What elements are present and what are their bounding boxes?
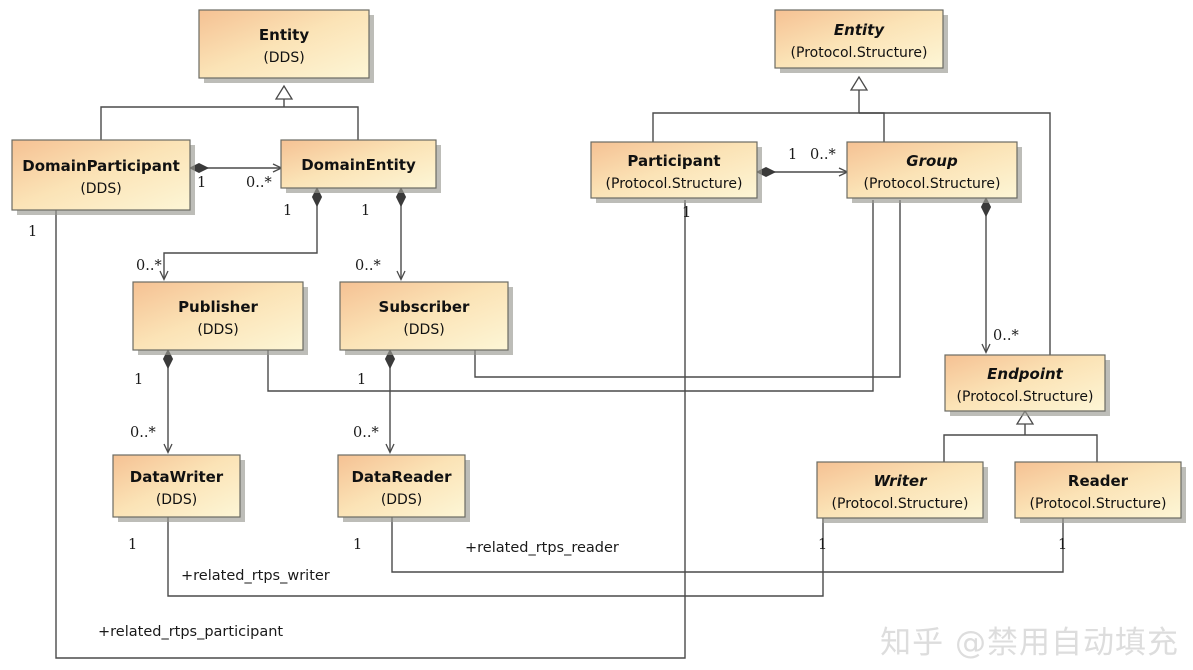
class-name-reader: Reader	[1068, 472, 1129, 490]
association-domainparticipant-participant	[55, 200, 686, 659]
class-stereotype-publisher: (DDS)	[197, 322, 238, 338]
composition-subscriber-datareader	[384, 348, 396, 455]
class-name-writer: Writer	[874, 472, 929, 490]
multiplicity-label: 1	[283, 203, 292, 219]
class-stereotype-participant: (Protocol.Structure)	[606, 176, 743, 192]
multiplicity-label: 1	[128, 537, 137, 553]
class-name-entity_proto: Entity	[834, 21, 885, 39]
class-box-publisher[interactable]: Publisher (DDS)	[132, 281, 308, 355]
multiplicity-label: 0..*	[353, 425, 379, 441]
watermark: 知乎 @禁用自动填充	[880, 625, 1179, 661]
multiplicity-label: 1	[357, 372, 366, 388]
class-stereotype-entity_proto: (Protocol.Structure)	[791, 45, 928, 61]
class-name-publisher: Publisher	[178, 298, 258, 316]
class-box-datareader[interactable]: DataReader (DDS)	[337, 454, 470, 522]
class-name-datareader: DataReader	[351, 468, 452, 486]
generalization-writer-endpoint	[943, 434, 1025, 462]
multiplicity-label: 1	[682, 205, 691, 221]
generalization-endpoint-entityproto	[859, 112, 1051, 355]
class-box-entity_proto[interactable]: Entity (Protocol.Structure)	[774, 9, 948, 73]
multiplicity-label: 1	[353, 537, 362, 553]
multiplicity-label: 1	[197, 175, 206, 191]
multiplicity-label: 0..*	[993, 328, 1019, 344]
composition-domainentity-subscriber	[395, 186, 407, 282]
class-name-participant: Participant	[627, 152, 720, 170]
association-publisher-group	[267, 200, 874, 392]
class-name-group: Group	[906, 152, 958, 170]
generalization-reader-endpoint	[1025, 434, 1098, 462]
class-box-writer[interactable]: Writer (Protocol.Structure)	[816, 461, 988, 523]
class-name-entity_dds: Entity	[259, 26, 309, 44]
class-box-domainparticipant[interactable]: DomainParticipant (DDS)	[11, 139, 195, 215]
class-name-datawriter: DataWriter	[130, 468, 224, 486]
generalization-triangle-entity-proto	[849, 75, 869, 91]
class-box-endpoint[interactable]: Endpoint (Protocol.Structure)	[944, 354, 1110, 416]
multiplicity-label: 0..*	[130, 425, 156, 441]
multiplicity-label: 1	[134, 372, 143, 388]
multiplicity-label: 1	[788, 147, 797, 163]
composition-domainparticipant-domainentity	[188, 162, 284, 174]
class-stereotype-reader: (Protocol.Structure)	[1030, 496, 1167, 512]
generalization-group-entityproto	[859, 112, 885, 142]
class-box-domainentity[interactable]: DomainEntity	[280, 139, 441, 193]
generalization-domainparticipant-entity	[100, 106, 284, 140]
multiplicity-label: 1	[28, 224, 37, 240]
association-datawriter-writer	[167, 517, 824, 597]
role-label-r_participant: +related_rtps_participant	[98, 624, 283, 640]
class-box-datawriter[interactable]: DataWriter (DDS)	[112, 454, 245, 522]
generalization-triangle-endpoint	[1015, 409, 1035, 425]
class-box-entity_dds[interactable]: Entity (DDS)	[198, 9, 374, 83]
multiplicity-label: 0..*	[810, 147, 836, 163]
class-stereotype-subscriber: (DDS)	[403, 322, 444, 338]
class-box-group[interactable]: Group (Protocol.Structure)	[846, 141, 1022, 203]
class-boxes: Entity (DDS) Entity (Protocol.Structure) Dom…	[11, 9, 1186, 523]
class-stereotype-writer: (Protocol.Structure)	[832, 496, 969, 512]
multiplicity-label: 1	[361, 203, 370, 219]
class-name-endpoint: Endpoint	[987, 365, 1064, 383]
composition-group-endpoint	[980, 196, 992, 355]
generalization-triangle-entity-dds	[274, 84, 294, 100]
composition-publisher-datawriter	[162, 348, 174, 455]
multiplicity-label: 1	[818, 537, 827, 553]
generalization-participant-entityproto	[652, 112, 859, 142]
multiplicity-label: 0..*	[136, 258, 162, 274]
class-name-domainparticipant: DomainParticipant	[22, 157, 180, 175]
generalization-domainentity-entity	[284, 106, 359, 140]
class-stereotype-group: (Protocol.Structure)	[864, 176, 1001, 192]
class-stereotype-datareader: (DDS)	[381, 492, 422, 508]
class-stereotype-endpoint: (Protocol.Structure)	[957, 389, 1094, 405]
class-stereotype-datawriter: (DDS)	[156, 492, 197, 508]
class-stereotype-domainparticipant: (DDS)	[80, 181, 121, 197]
class-name-subscriber: Subscriber	[379, 298, 470, 316]
class-box-reader[interactable]: Reader (Protocol.Structure)	[1014, 461, 1186, 523]
role-label-r_writer: +related_rtps_writer	[181, 568, 330, 584]
multiplicity-label: 0..*	[246, 175, 272, 191]
multiplicity-labels: 1 0..* 1 1 1 0..* 0..* 1 1 0..* 0..* 1 1 1 0..* 1 0..* 1 1	[28, 147, 1067, 553]
multiplicity-label: 0..*	[355, 258, 381, 274]
composition-participant-group	[755, 166, 850, 178]
association-subscriber-group	[474, 200, 901, 378]
multiplicity-label: 1	[1058, 537, 1067, 553]
class-box-participant[interactable]: Participant (Protocol.Structure)	[590, 141, 762, 203]
class-name-domainentity: DomainEntity	[301, 156, 416, 174]
relationship-edges	[55, 75, 1098, 659]
role-label-r_reader: +related_rtps_reader	[465, 540, 619, 556]
association-datareader-reader	[391, 517, 1064, 573]
class-stereotype-entity_dds: (DDS)	[263, 50, 304, 66]
role-labels: +related_rtps_writer +related_rtps_reader…	[98, 540, 619, 640]
class-box-subscriber[interactable]: Subscriber (DDS)	[339, 281, 513, 355]
